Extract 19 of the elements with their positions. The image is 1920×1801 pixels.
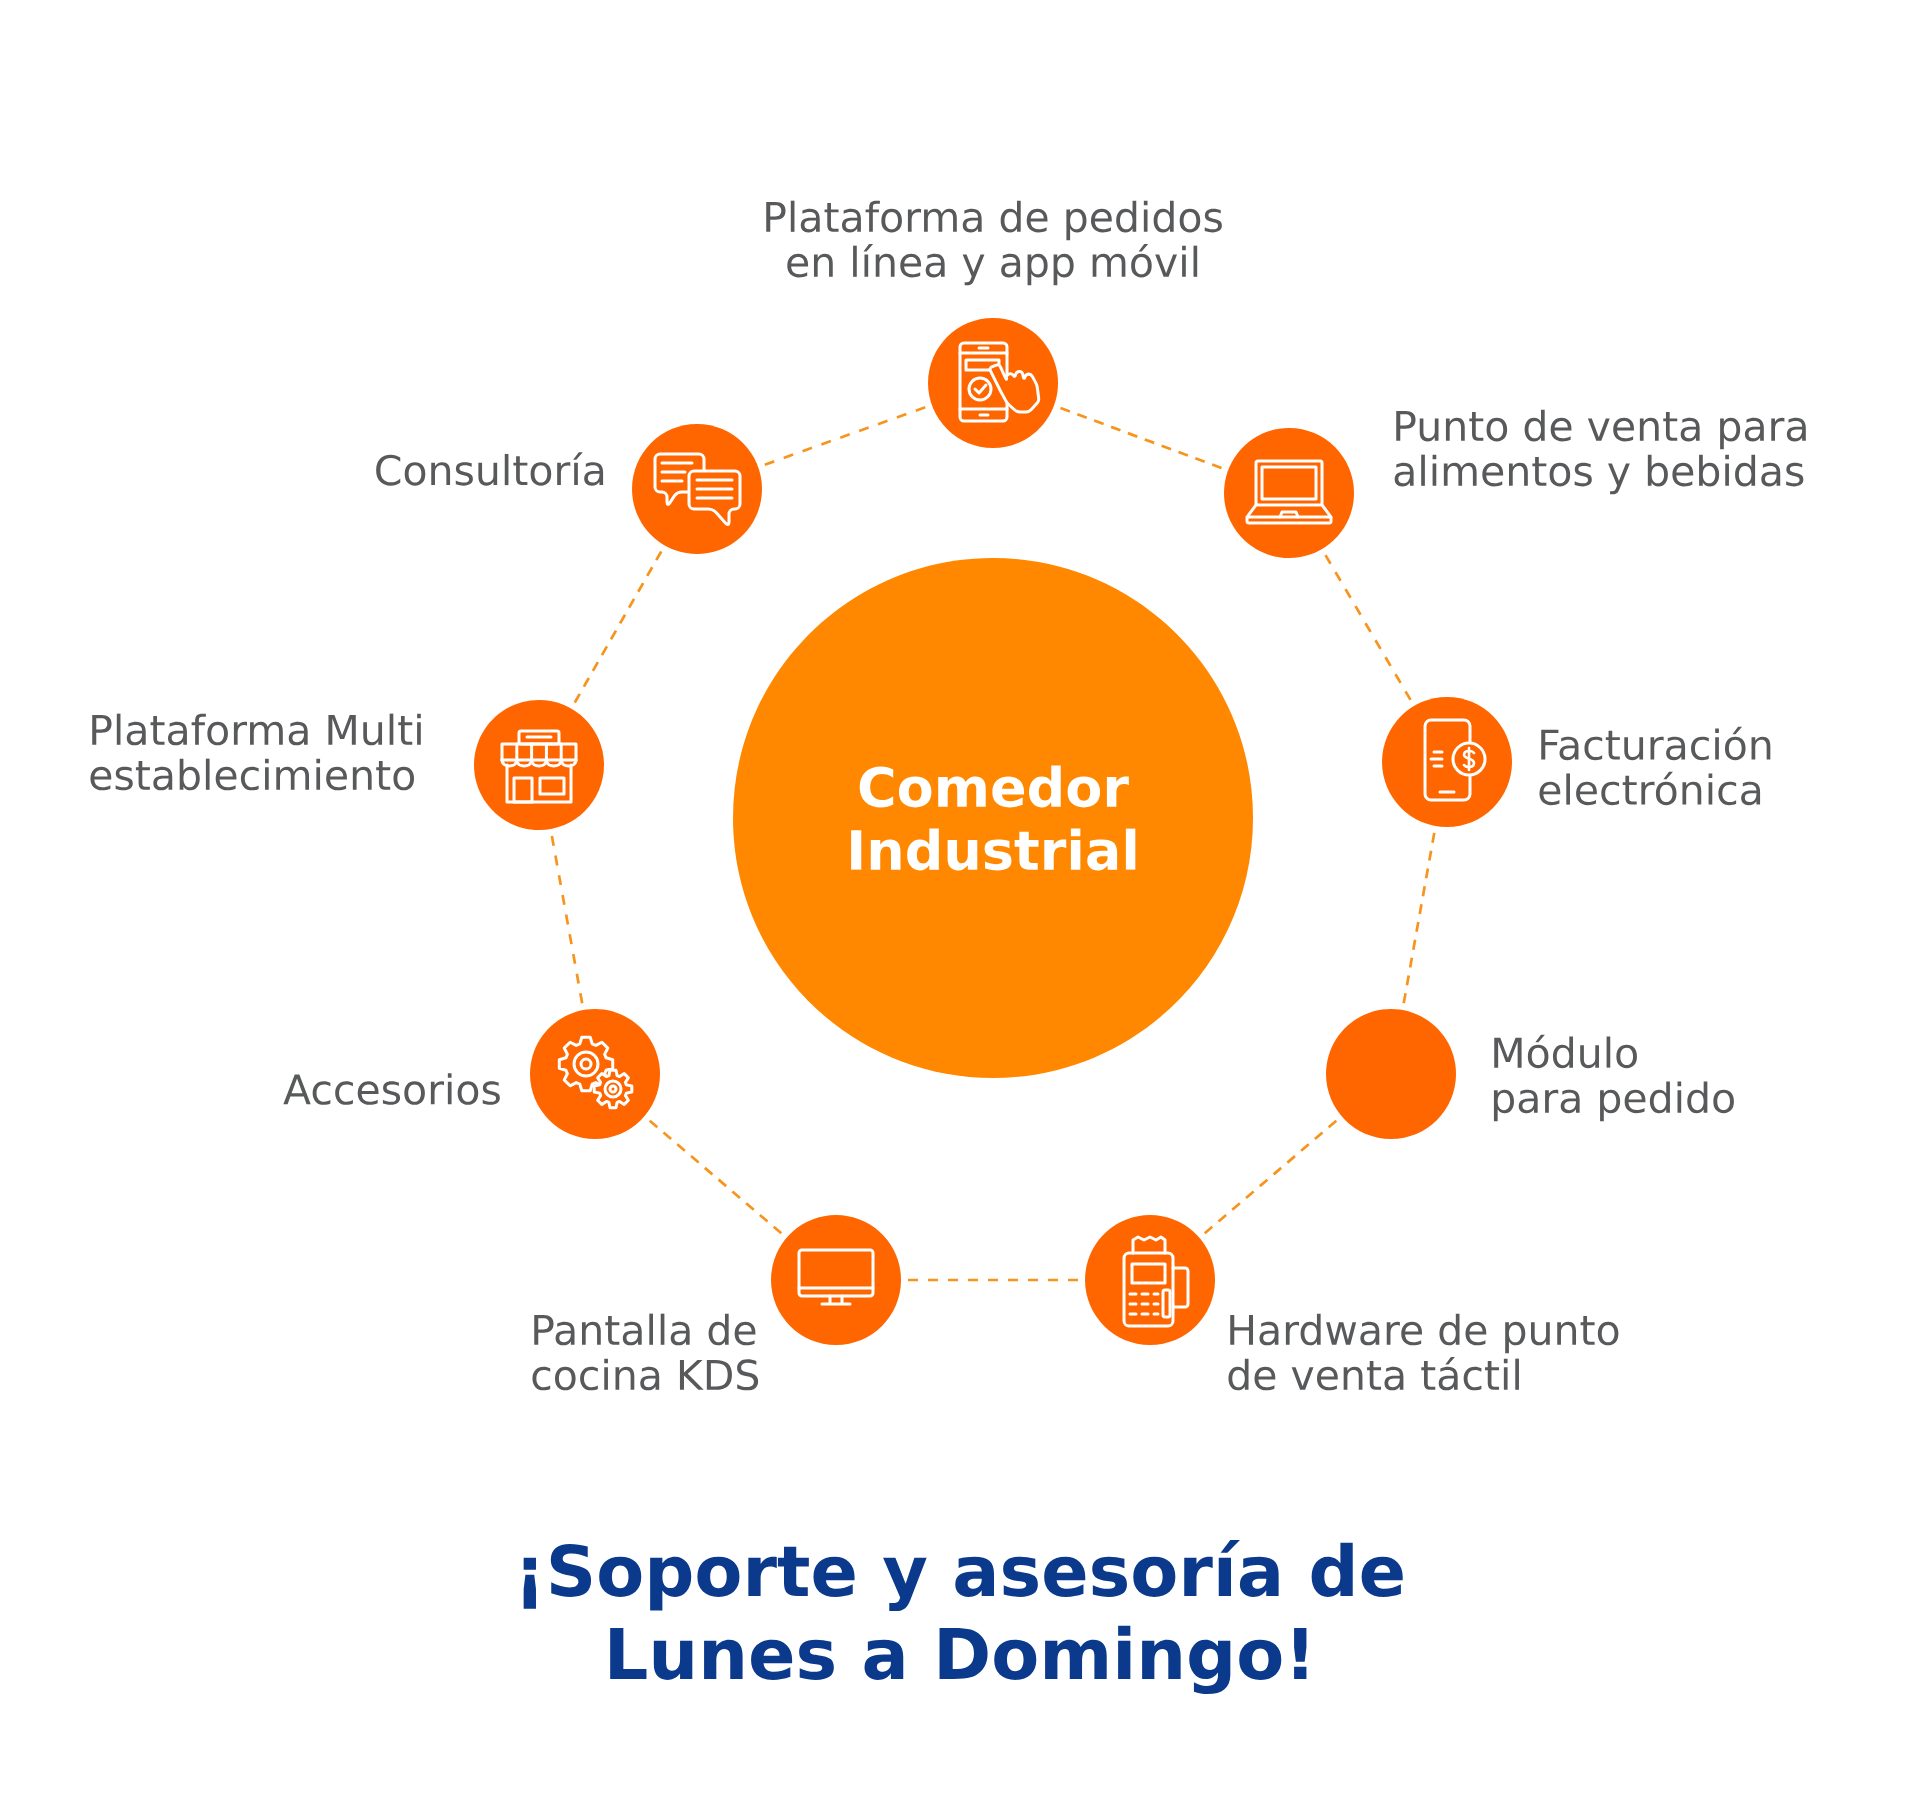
dashed-line: [1060, 406, 1222, 470]
item-label: Plataforma Multi establecimiento: [90, 713, 421, 791]
dashed-line: [1324, 554, 1412, 701]
dashed-line: [648, 1119, 783, 1235]
caption: ¡Soporte y asesoría de Lunes a Domingo!: [523, 1539, 1403, 1695]
item-label: Pantalla de cocina KDS: [532, 1313, 759, 1391]
item-label: Hardware de punto de venta táctil: [1228, 1313, 1619, 1391]
item-label: Plataforma de pedidos en línea y app móvil: [766, 200, 1222, 286]
item-label: Facturación electrónica: [1539, 726, 1771, 806]
dashed-line: [573, 550, 663, 704]
dashed-line: [908, 1278, 1078, 1282]
dashed-line: [764, 406, 926, 466]
dashed-line: [1402, 832, 1436, 1004]
dashed-line: [550, 835, 584, 1004]
dashed-line: [1203, 1119, 1338, 1235]
item-label: Accesorios: [283, 1073, 500, 1105]
item-label: Punto de venta para alimentos y bebidas: [1394, 409, 1806, 495]
item-label: Consultoría: [376, 452, 604, 486]
item-label: Módulo para pedido: [1493, 1034, 1734, 1122]
